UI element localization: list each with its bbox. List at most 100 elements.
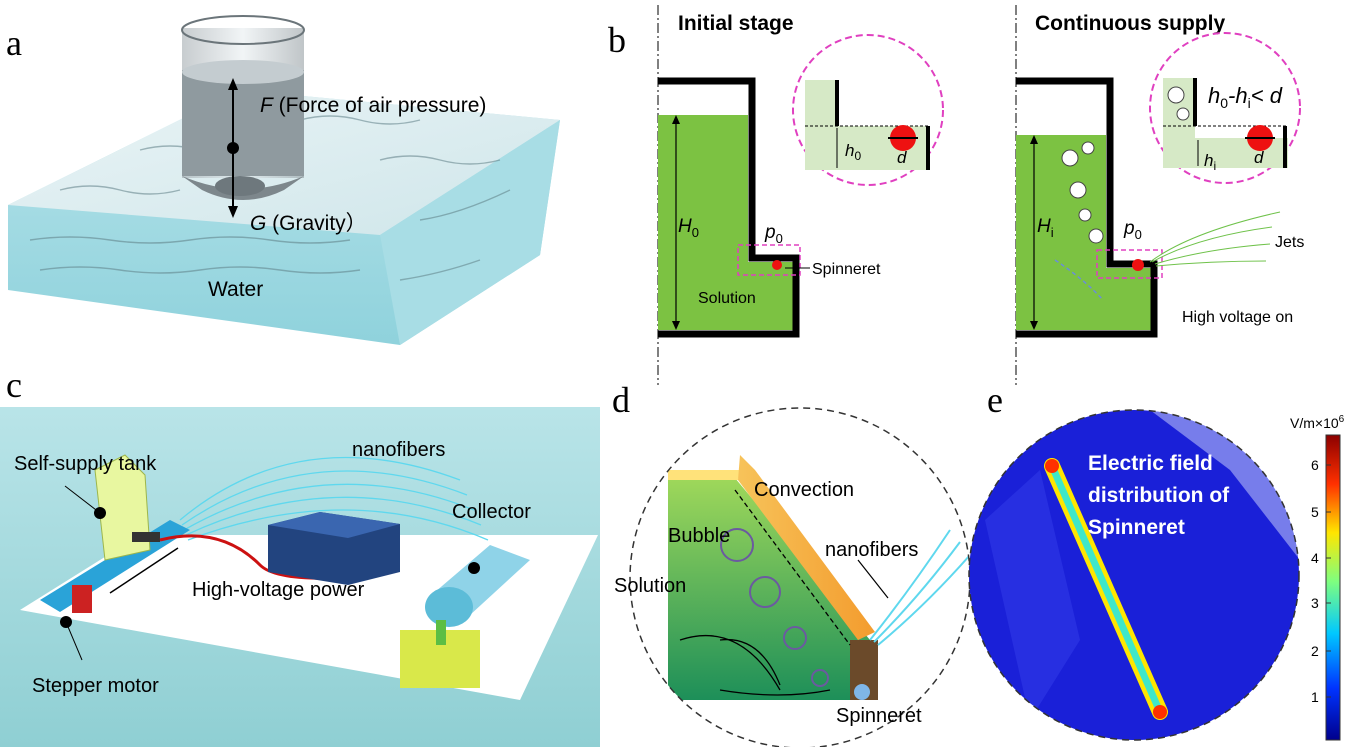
spinneret-label-b: Spinneret [812,261,881,278]
inset-circle-right [1149,32,1301,184]
panel-e: e Electric field distribution of Spinner… [968,380,1345,741]
motor-label: Stepper motor [32,675,159,697]
bubble-label: Bubble [668,525,730,547]
solution-body [668,478,870,700]
bubble [1069,181,1087,199]
water-label: Water [208,278,263,301]
spinneret-dot-right [1132,259,1144,271]
colorbar-tick-label: 4 [1311,550,1319,566]
field-hotspot-top [1045,459,1059,473]
field-hotspot-bottom [1153,705,1167,719]
solution-nozzle-right [1106,268,1152,330]
bubble [1088,228,1104,244]
colorbar [1325,434,1341,741]
water-side-right [380,120,560,345]
spinneret-dot-left [772,260,782,270]
continuous-supply-title: Continuous supply [1035,12,1225,35]
H0-arrow-bottom [672,321,680,330]
nanofibers-d [869,529,970,646]
bubbles-b [1061,141,1104,244]
field-title-2: distribution of [1088,484,1230,507]
solution-fill-left [658,115,748,330]
gravity-label: G (Gravity） [250,212,367,235]
panel-letter-e: e [987,380,1003,420]
bubble [1061,149,1079,167]
glass-rim [181,15,305,45]
nanofibers-label-c: nanofibers [352,439,445,461]
Hi-arrow-top [1030,135,1038,144]
collector-post [436,620,446,645]
collector-label: Collector [452,501,531,523]
collector-end [425,587,473,627]
p0-label-left: p0 [764,222,783,246]
d-label-left: d [897,148,907,167]
bubble [1176,107,1190,121]
field-shade [985,470,1080,720]
tank-wall-left [658,77,800,338]
zoom-box-left [737,244,801,276]
motor-pointer [65,621,83,661]
power-supply-top [268,512,400,538]
colorbar-tick-label: 1 [1311,689,1319,705]
initial-stage-title: Initial stage [678,12,794,35]
force-arrow-head [228,78,238,90]
field-title-3: Spinneret [1088,516,1185,539]
nanofiber-lines [179,456,489,541]
motor-block [72,585,92,613]
outlet [215,176,265,196]
gravity-arrow-head [228,206,238,218]
spinneret-field-core [1048,462,1164,716]
hi-label: hi [1204,151,1216,173]
field-title-1: Electric field [1088,452,1213,475]
inequality-label: h0-hi< d [1208,83,1283,111]
cylinder-bottom [182,176,304,200]
panel-c: c Self-supply tank [0,365,600,747]
panel-b: b Initial stage Continuous supply H0 p0 … [608,5,1304,385]
Hi-label: Hi [1037,216,1054,240]
convection-label: Convection [754,479,854,501]
colorbar-unit: V/m×106 [1290,414,1345,431]
panel-d-content [630,408,970,747]
power-label: High-voltage power [192,579,365,601]
convection-paths [679,489,851,696]
jets-label: Jets [1275,234,1304,251]
Hi-arrow-bottom [1030,321,1038,330]
high-voltage-label: High voltage on [1182,309,1293,326]
colorbar-tick-label: 5 [1311,504,1319,520]
liquid-surface [182,60,304,84]
panel-letter-c: c [6,365,22,405]
zoom-box-right [1096,249,1163,279]
panel-d: d [612,380,971,747]
p0-label-right: p0 [1123,218,1142,242]
panel-e-circle [968,409,1300,741]
liquid-column [182,70,304,176]
tank-spinneret [132,532,160,542]
H0-arrow-top [672,115,680,124]
inset-circle-left [792,34,944,186]
bubble [1078,208,1092,222]
jets [1149,211,1281,267]
solution-label-d: Solution [614,575,686,597]
solution-label-b: Solution [698,290,756,307]
nanofibers-label-d: nanofibers [825,539,918,561]
colorbar-tick-label: 3 [1311,595,1319,611]
collector-marker [468,562,480,574]
motion-arrow [109,547,179,594]
d-label-right: d [1254,148,1264,167]
field-map [969,410,1299,740]
tank-label: Self-supply tank [14,453,157,475]
H0-label: H0 [678,216,699,240]
bubble [783,626,807,650]
panel-letter-b: b [608,20,626,60]
force-label: F (Force of air pressure) [260,94,486,117]
tank-wall-right [1016,77,1158,338]
panel-letter-d: d [612,380,630,420]
tank-top [668,470,740,480]
bubble [811,669,829,687]
center-dot [227,142,239,154]
panel-letter-a: a [6,23,22,63]
bubble [720,528,754,562]
